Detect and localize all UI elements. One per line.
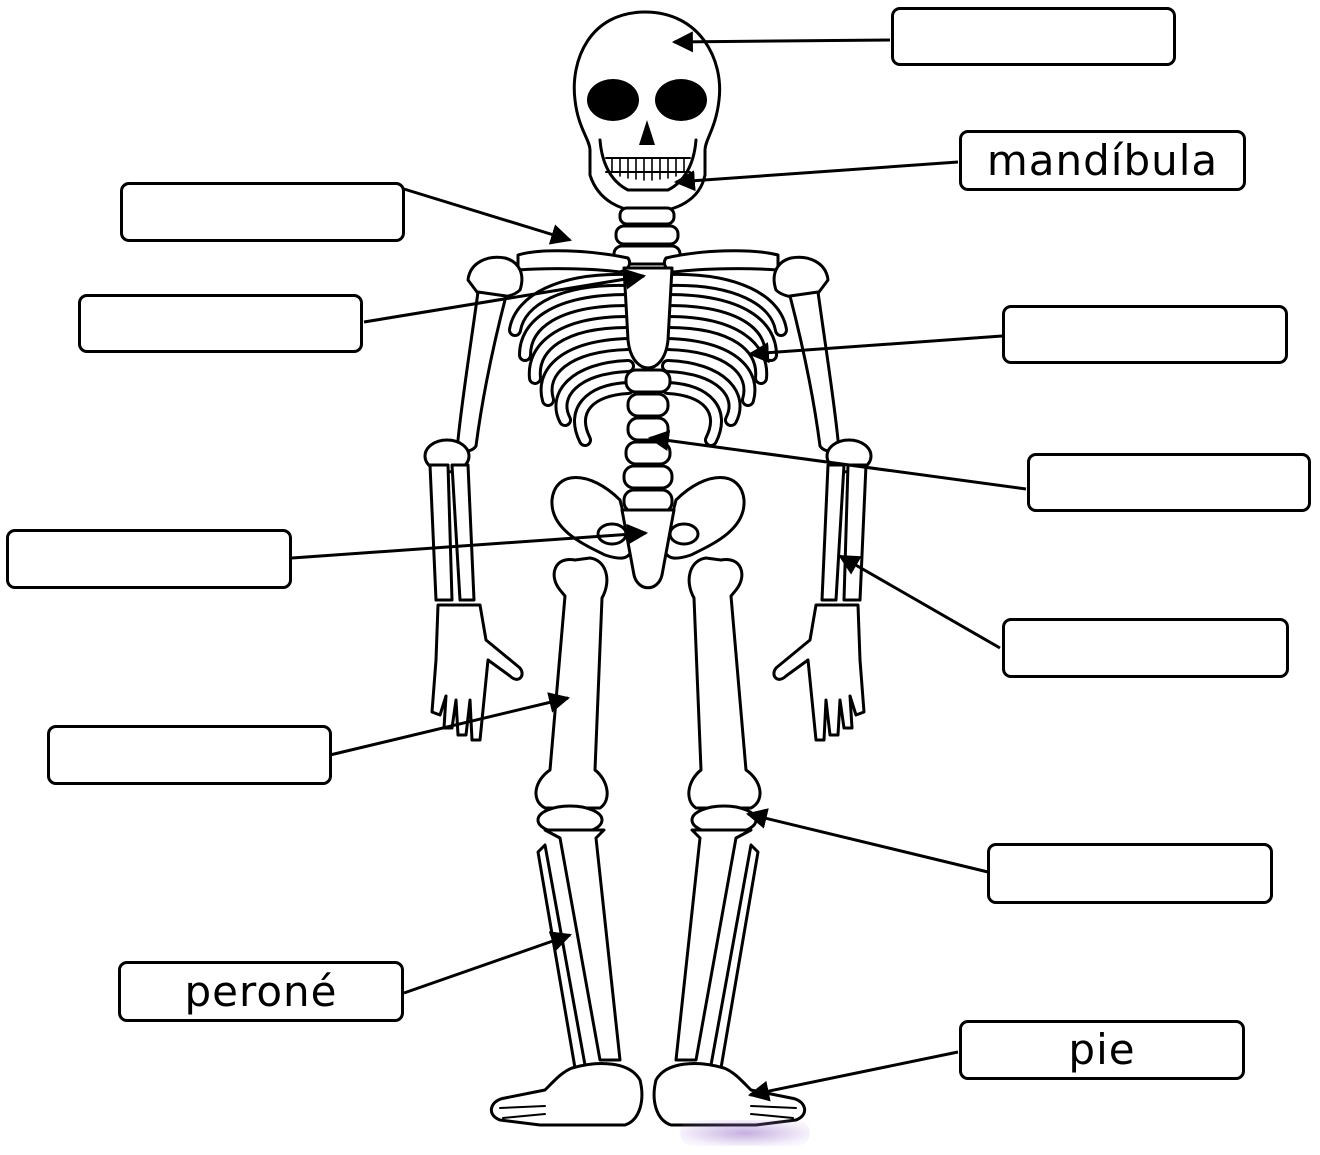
hand-right [774,605,864,740]
label-box-pelvis[interactable] [6,529,292,589]
label-box-spine[interactable] [1027,453,1311,512]
arrow-fibula [404,935,570,993]
radius-left [430,465,452,600]
eye-socket-right [655,79,707,121]
pelvis-left [552,478,632,559]
label-text-fibula: peroné [185,971,338,1013]
label-box-foot[interactable]: pie [959,1020,1245,1080]
clavicle-left [518,251,630,272]
foot-left [491,1064,642,1125]
label-text-foot: pie [1068,1029,1135,1071]
label-box-femur[interactable] [47,725,332,785]
humerus-right [790,292,838,451]
label-box-ribs[interactable] [1002,305,1288,364]
neck-vertebra [620,208,674,224]
arrow-ribs [750,336,1002,354]
arrow-skull [674,40,890,42]
arrow-clavicle [404,189,570,240]
ulna-right [822,465,844,600]
foot-right [654,1064,805,1125]
label-box-sternum[interactable] [78,294,363,353]
arrow-knee [748,814,988,872]
label-box-knee[interactable] [987,843,1273,904]
label-box-forearm[interactable] [1002,618,1289,678]
femur-left [536,558,607,808]
eye-socket-left [587,79,639,121]
label-box-mandible[interactable]: mandíbula [959,130,1246,191]
sternum [624,268,672,368]
label-box-skull[interactable] [891,7,1176,66]
pelvis-right [664,478,744,559]
humerus-left [458,292,506,451]
label-text-mandible: mandíbula [987,140,1218,182]
arrow-mandible [676,162,958,182]
femur-right [689,558,760,808]
clavicle-right [664,251,778,272]
label-box-fibula[interactable]: peroné [118,961,404,1022]
watermark [680,1120,810,1146]
arrow-forearm [840,556,1000,648]
radius-right [844,465,866,600]
arrow-foot [750,1052,958,1095]
label-box-clavicle[interactable] [120,182,405,242]
spine-vertebra [626,370,670,392]
sacrum [622,510,674,588]
ulna-left [452,465,474,600]
